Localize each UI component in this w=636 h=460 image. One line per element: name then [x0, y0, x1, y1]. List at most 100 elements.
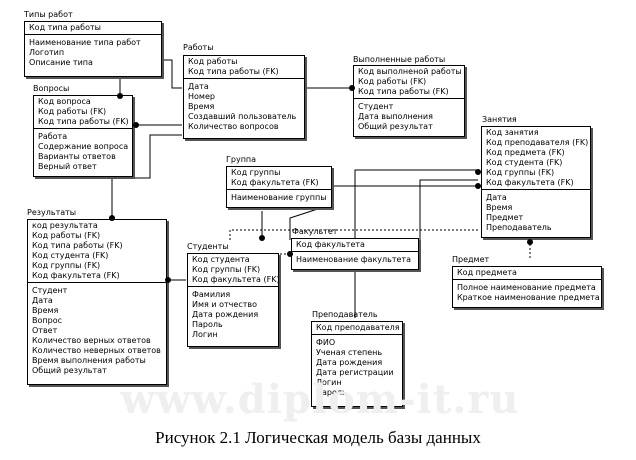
attribute-field: Дата выполнения [358, 112, 433, 121]
entity-rezultaty: код результата Код работы (FK) Код типа … [27, 219, 167, 385]
attribute-field: Количество верных ответов [32, 336, 151, 345]
attribute-field: Дата регистрации [316, 368, 394, 377]
entity-title-zanyatiya: Занятия [482, 115, 517, 124]
key-field: Код факультета (FK) [231, 178, 319, 187]
entity-tipy-rabot: Код типа работы Наименование типа работ … [24, 21, 162, 77]
entity-predmet: Код предмета Полное наименование предмет… [452, 266, 602, 308]
entity-title-tipy-rabot: Типы работ [24, 10, 73, 19]
key-field: Код предмета [457, 268, 517, 277]
entity-keys: Код преподавателя [312, 322, 402, 335]
attribute-field: Ответ [32, 326, 58, 335]
entity-fakultet: Код факультета Наименование факультета [291, 238, 419, 270]
attribute-field: Дата рождения [192, 310, 259, 319]
attribute-field: Логотип [29, 48, 65, 57]
key-field: Код факультета (FK) [486, 178, 574, 187]
entity-prepodavatel: Код преподавателя ФИО Ученая степень Дат… [311, 321, 403, 407]
attribute-field: Время [486, 203, 513, 212]
entity-keys: Код занятия Код преподавателя (FK) Код п… [482, 127, 590, 190]
attribute-field: Наименование типа работ [29, 38, 141, 47]
entity-title-voprosy: Вопросы [33, 84, 70, 93]
key-field: Код группы (FK) [192, 265, 261, 274]
attribute-field: Дата [188, 82, 209, 91]
entity-keys: Код работы Код типа работы (FK) [184, 56, 304, 79]
entity-attributes: Дата Время Предмет Преподаватель [482, 190, 590, 234]
rel-tipy-raboty [162, 59, 182, 89]
entity-keys: код результата Код работы (FK) Код типа … [28, 220, 166, 283]
connector-dot [259, 235, 265, 241]
connector-dot [475, 183, 481, 189]
entity-title-raboty: Работы [183, 43, 214, 52]
watermark: www.diplom-it.ru [120, 376, 520, 423]
entity-attributes: Работа Содержание вопроса Варианты ответ… [34, 129, 132, 173]
entity-gruppa: Код группы Код факультета (FK) Наименова… [226, 166, 332, 208]
entity-title-gruppa: Группа [226, 155, 257, 164]
rel-studenty-zanyatiya [229, 229, 478, 240]
key-field: Код факультета (FK) [32, 271, 120, 280]
attribute-field: Верный ответ [38, 162, 97, 171]
connector-dot [117, 93, 123, 99]
key-field: Код выполненой работы [358, 67, 462, 76]
attribute-field: Номер [188, 92, 215, 101]
attribute-field: Пароль [192, 320, 223, 329]
entity-attributes: Студент Дата выполнения Общий результат [354, 99, 464, 133]
attribute-field: Предмет [486, 213, 524, 222]
entity-keys: Код студента Код группы (FK) Код факульт… [188, 254, 278, 287]
key-field: Код студента (FK) [32, 251, 109, 260]
rel-fakultet-zanyatiya [419, 179, 478, 245]
attribute-field: Дата рождения [316, 358, 383, 367]
entity-studenty: Код студента Код группы (FK) Код факульт… [187, 253, 279, 347]
entity-title-vypolnennye: Выполненные работы [353, 55, 446, 64]
attribute-field: Дата [32, 296, 53, 305]
attribute-field: Полное наименование предмета [457, 283, 596, 292]
entity-keys: Код группы Код факультета (FK) [227, 167, 331, 190]
key-field: Код факультета (FK) [192, 275, 279, 284]
key-field: Код типа работы (FK) [32, 241, 123, 250]
entity-attributes: Наименование типа работ Логотип Описание… [25, 35, 161, 69]
key-field: Код работы (FK) [358, 77, 427, 86]
entity-vypolnennye: Код выполненой работы Код работы (FK) Ко… [353, 65, 465, 137]
attribute-field: Общий результат [358, 122, 433, 131]
connector-dot [165, 277, 171, 283]
attribute-field: Имя и отчество [192, 300, 257, 309]
entity-keys: Код факультета [292, 239, 418, 252]
key-field: Код преподавателя (FK) [486, 138, 589, 147]
key-field: Код вопроса [38, 97, 91, 106]
attribute-field: Варианты ответов [38, 152, 116, 161]
key-field: Код преподавателя [316, 323, 400, 332]
figure-caption: Рисунок 2.1 Логическая модель базы данны… [155, 428, 481, 447]
entity-keys: Код предмета [453, 267, 601, 280]
attribute-field: Время выполнения работы [32, 356, 146, 365]
entity-keys: Код типа работы [25, 22, 161, 35]
attribute-field: Время [188, 102, 215, 111]
connector-dot [527, 239, 533, 245]
attribute-field: Пароль [316, 388, 347, 397]
attribute-field: Создавший пользователь [188, 112, 297, 121]
entity-title-predmet: Предмет [452, 255, 490, 264]
attribute-field: Студент [358, 102, 394, 111]
attribute-field: Логин [192, 330, 218, 339]
key-field: код результата [32, 221, 98, 230]
connector-dot [475, 169, 481, 175]
entity-keys: Код вопроса Код работы (FK) Код типа раб… [34, 96, 132, 129]
entity-attributes: Наименование факультета [292, 252, 418, 266]
connector-dot [109, 215, 115, 221]
entity-attributes: Наименование группы [227, 190, 331, 204]
attribute-field: Студент [32, 286, 68, 295]
key-field: Код работы (FK) [32, 231, 101, 240]
attribute-field: Вопрос [32, 316, 62, 325]
attribute-field: Количество вопросов [188, 122, 279, 131]
attribute-field: Наименование факультета [296, 255, 411, 264]
entity-attributes: Студент Дата Время Вопрос Ответ Количест… [28, 283, 166, 377]
connector-dot [287, 251, 293, 257]
connector-dot [349, 85, 355, 91]
key-field: Код студента [192, 255, 250, 264]
key-field: Код типа работы (FK) [358, 87, 449, 96]
attribute-field: Краткое наименование предмета [457, 293, 600, 302]
attribute-field: Содержание вопроса [38, 142, 129, 151]
attribute-field: Преподаватель [486, 223, 552, 232]
key-field: Код типа работы (FK) [188, 67, 279, 76]
entity-attributes: ФИО Ученая степень Дата рождения Дата ре… [312, 335, 402, 399]
attribute-field: Дата [486, 193, 507, 202]
attribute-field: Наименование группы [231, 193, 327, 202]
key-field: Код студента (FK) [486, 158, 563, 167]
